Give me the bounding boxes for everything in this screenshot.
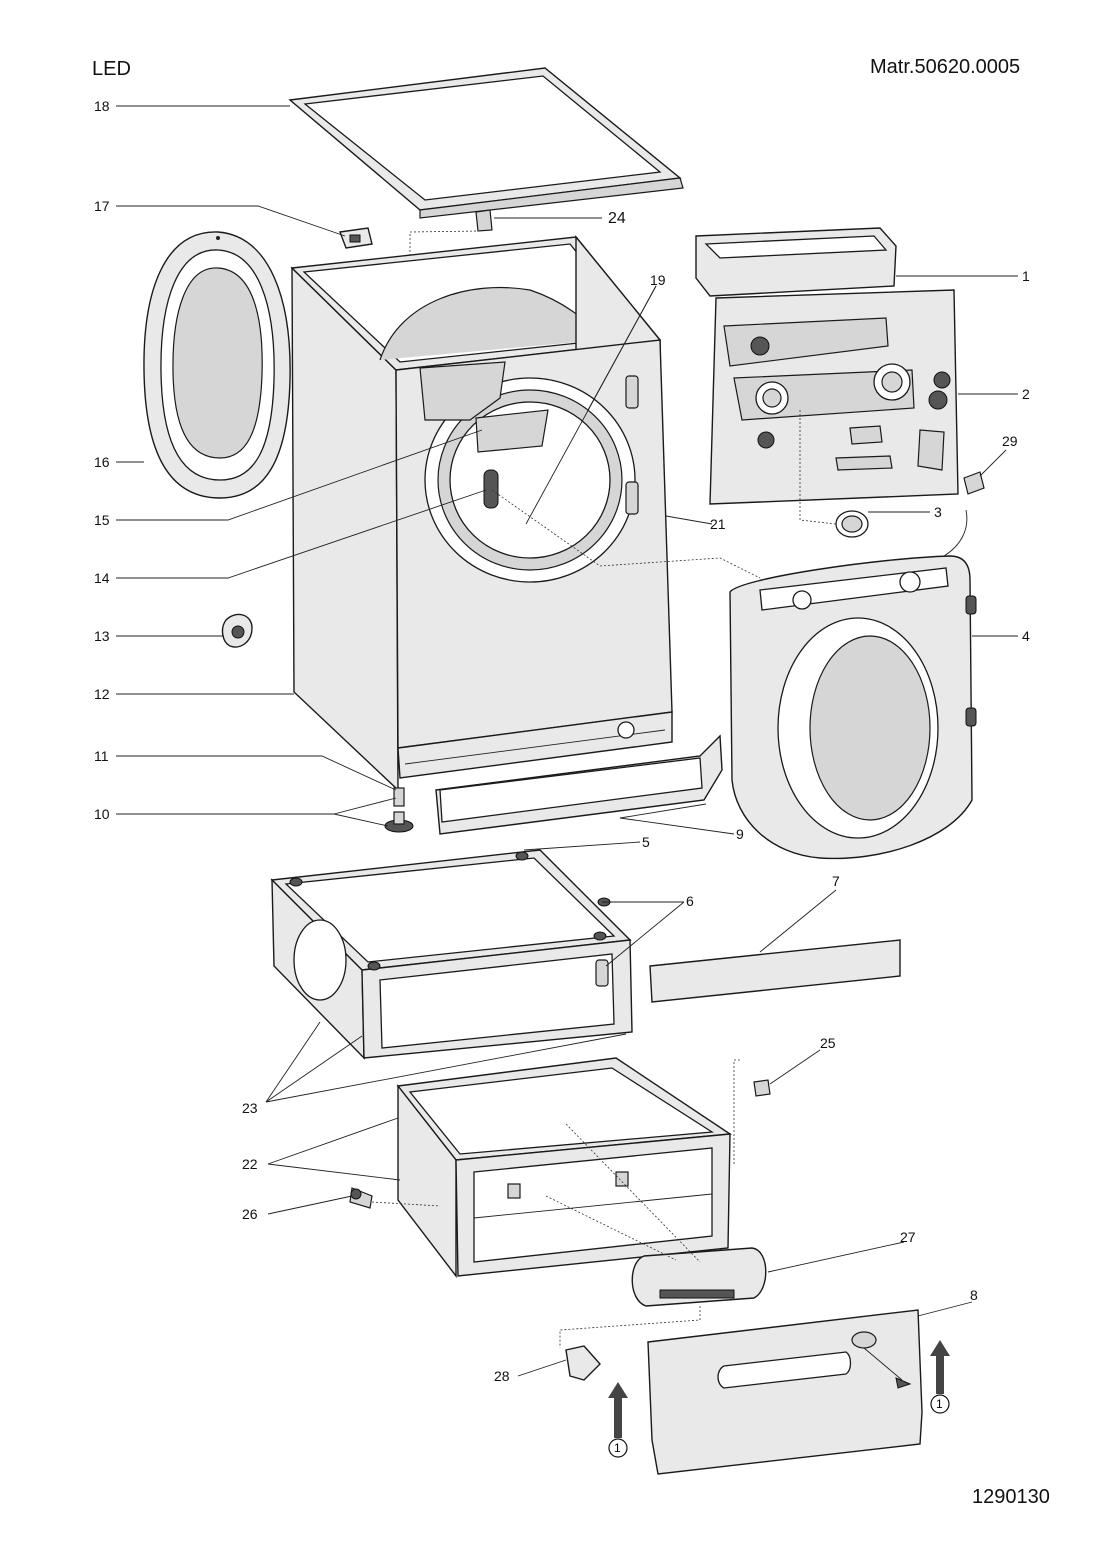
- callout-5: 5: [642, 834, 650, 850]
- callout-24: 24: [608, 210, 626, 227]
- callout-4: 4: [1022, 628, 1030, 644]
- leader-lines: [116, 105, 1018, 1377]
- part-4-front-panel: [729, 555, 977, 860]
- step-arrow-right: [930, 1340, 950, 1414]
- part-2-electronics-board: [709, 289, 959, 505]
- callout-19: 19: [650, 272, 666, 288]
- callout-18: 18: [94, 98, 110, 114]
- callout-17: 17: [94, 198, 110, 214]
- callout-9: 9: [736, 826, 744, 842]
- part-22-drawer: [396, 1057, 733, 1279]
- part-18-top-cover: [288, 67, 684, 219]
- callout-16: 16: [94, 454, 110, 470]
- callout-11: 11: [94, 748, 109, 764]
- callout-27: 27: [900, 1229, 916, 1245]
- callout-2: 2: [1022, 386, 1030, 402]
- part-28-latch: [565, 1345, 601, 1381]
- material-number: Matr.50620.0005: [870, 56, 1021, 78]
- part-5-6-base-frame: [270, 849, 633, 1060]
- callout-21: 21: [710, 516, 726, 532]
- callout-29: 29: [1002, 433, 1018, 449]
- callout-3: 3: [934, 504, 942, 520]
- part-10-11-foot: [384, 787, 414, 833]
- diagram-title: LED: [92, 58, 131, 80]
- callout-10: 10: [94, 806, 110, 822]
- part-8-drawer-front: [647, 1309, 923, 1475]
- callout-13: 13: [94, 628, 110, 644]
- part-13-knob: [221, 613, 253, 648]
- callout-14: 14: [94, 570, 110, 586]
- callout-25: 25: [820, 1035, 836, 1051]
- part-16-rear-door-seal: [143, 231, 291, 499]
- part-9-kickplate: [435, 734, 723, 835]
- callout-15: 15: [94, 512, 110, 528]
- part-12-cabinet: [290, 235, 673, 792]
- callout-26: 26: [242, 1206, 258, 1222]
- part-29-connector: [963, 471, 985, 495]
- callout-22: 22: [242, 1156, 258, 1172]
- callout-23: 23: [242, 1100, 258, 1116]
- step-marker-left: 1: [614, 1441, 621, 1455]
- callout-6: 6: [686, 893, 694, 909]
- drawing-code: 1290130: [972, 1486, 1050, 1508]
- part-17-clip: [339, 227, 373, 249]
- part-7-trim-strip: [649, 939, 901, 1003]
- part-3-selector-knob: [835, 510, 869, 538]
- callout-1: 1: [1022, 268, 1030, 284]
- step-arrow-left: [608, 1382, 628, 1458]
- part-25-clip: [753, 1079, 771, 1097]
- callout-labels: 18 17 24 1 19 2 29 16 3 15 21 14 13 4 12…: [94, 98, 1030, 1384]
- callout-12: 12: [94, 686, 110, 702]
- step-marker-right: 1: [936, 1397, 943, 1411]
- part-24-small-bracket: [475, 209, 493, 232]
- callout-8: 8: [970, 1287, 978, 1303]
- part-27-handle-bracket: [631, 1247, 767, 1307]
- part-26-valve: [349, 1187, 373, 1209]
- callout-28: 28: [494, 1368, 510, 1384]
- part-1-control-housing: [695, 227, 897, 297]
- callout-7: 7: [832, 873, 840, 889]
